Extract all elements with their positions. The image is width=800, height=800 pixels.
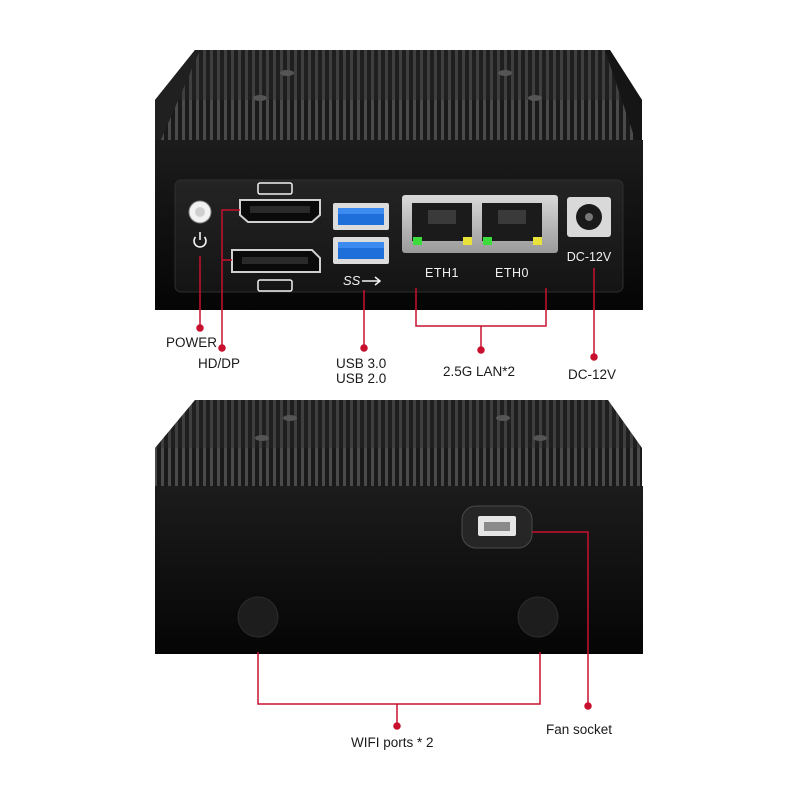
usb-port-lower [333, 237, 389, 264]
wifi-port-left [237, 596, 279, 638]
top-heatsink [155, 50, 642, 142]
bottom-device [155, 400, 643, 654]
usb-port-upper [333, 203, 389, 230]
wifi-port-right [517, 596, 559, 638]
usb-callout-label-1: USB 3.0 [336, 356, 387, 371]
ethernet-block [402, 195, 558, 253]
fan-callout-label: Fan socket [546, 722, 613, 737]
hdmi-icon [257, 182, 293, 195]
eth0-led-green [483, 237, 492, 245]
displayport-icon [257, 279, 293, 292]
power-button [188, 200, 212, 224]
top-callout-lines [196, 209, 598, 361]
wifi-callout-label: WIFI ports * 2 [351, 735, 434, 750]
hd-dp-callout-label: HD/DP [198, 356, 241, 371]
eth1-label: ETH1 [425, 266, 459, 280]
fan-socket [461, 505, 533, 549]
top-device: SS ETH1 ETH0 DC-12V [155, 50, 643, 310]
eth1-led-yellow [463, 237, 472, 245]
dc-panel-label: DC-12V [567, 250, 612, 264]
hdmi-port [239, 199, 321, 223]
usb-superspeed-logo: SS [343, 273, 361, 288]
eth1-led-green [413, 237, 422, 245]
usb-callout-label-2: USB 2.0 [336, 371, 387, 386]
lan-callout-label: 2.5G LAN*2 [443, 364, 516, 379]
power-icon [193, 232, 207, 248]
power-callout-label: POWER [166, 335, 218, 350]
bottom-heatsink [155, 400, 642, 488]
displayport-port [231, 249, 321, 273]
usb-trident-icon [362, 276, 382, 286]
eth0-label: ETH0 [495, 266, 529, 280]
dc-jack [567, 197, 611, 237]
dc-callout-label: DC-12V [568, 367, 617, 382]
bottom-callout-lines [257, 531, 592, 730]
bottom-chassis [155, 486, 643, 654]
eth0-led-yellow [533, 237, 542, 245]
